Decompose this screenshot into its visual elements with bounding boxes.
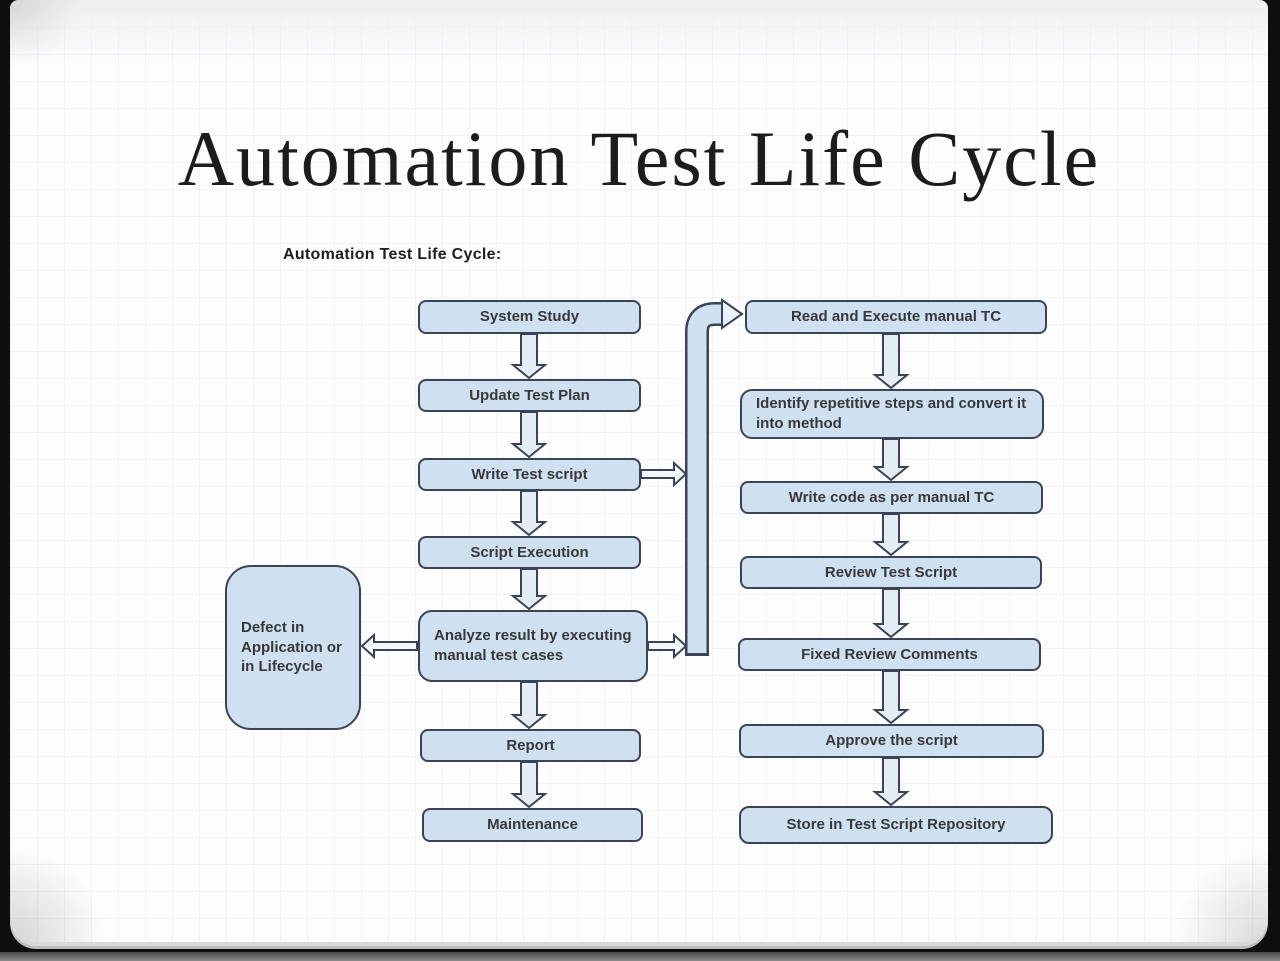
flow-box-identify-repetitive-steps: Identify repetitive steps and convert it… bbox=[740, 389, 1044, 439]
screen-bottom-edge bbox=[0, 952, 1280, 961]
flow-box-analyze-result: Analyze result by executing manual test … bbox=[418, 610, 648, 682]
flow-box-fixed-review-comments: Fixed Review Comments bbox=[738, 638, 1041, 671]
flow-box-read-execute-manual-tc: Read and Execute manual TC bbox=[745, 300, 1047, 334]
flow-box-defect: Defect in Application or in Lifecycle bbox=[225, 565, 361, 730]
flow-box-review-test-script: Review Test Script bbox=[740, 556, 1042, 589]
arrow-analyze-to-defect-box bbox=[360, 632, 418, 660]
flow-box-write-test-script: Write Test script bbox=[418, 458, 641, 491]
slide-title: Automation Test Life Cycle bbox=[177, 115, 1101, 202]
flow-box-system-study: System Study bbox=[418, 300, 641, 334]
diagram-heading: Automation Test Life Cycle: bbox=[283, 246, 502, 263]
flow-box-maintenance: Maintenance bbox=[422, 808, 643, 842]
arrow-write-script-to-pipe bbox=[640, 460, 688, 488]
flow-box-write-code-manual-tc: Write code as per manual TC bbox=[740, 481, 1043, 514]
flow-box-update-test-plan: Update Test Plan bbox=[418, 379, 641, 412]
arrow-analyze-to-pipe bbox=[647, 632, 688, 660]
flow-box-approve-script: Approve the script bbox=[739, 724, 1044, 758]
flow-box-script-execution: Script Execution bbox=[418, 536, 641, 569]
flow-box-store-test-script-repository: Store in Test Script Repository bbox=[739, 806, 1053, 844]
slide: Automation Test Life Cycle Automation Te… bbox=[10, 0, 1268, 942]
flow-box-report: Report bbox=[420, 729, 641, 762]
elbow-connector-pipe bbox=[685, 298, 744, 656]
